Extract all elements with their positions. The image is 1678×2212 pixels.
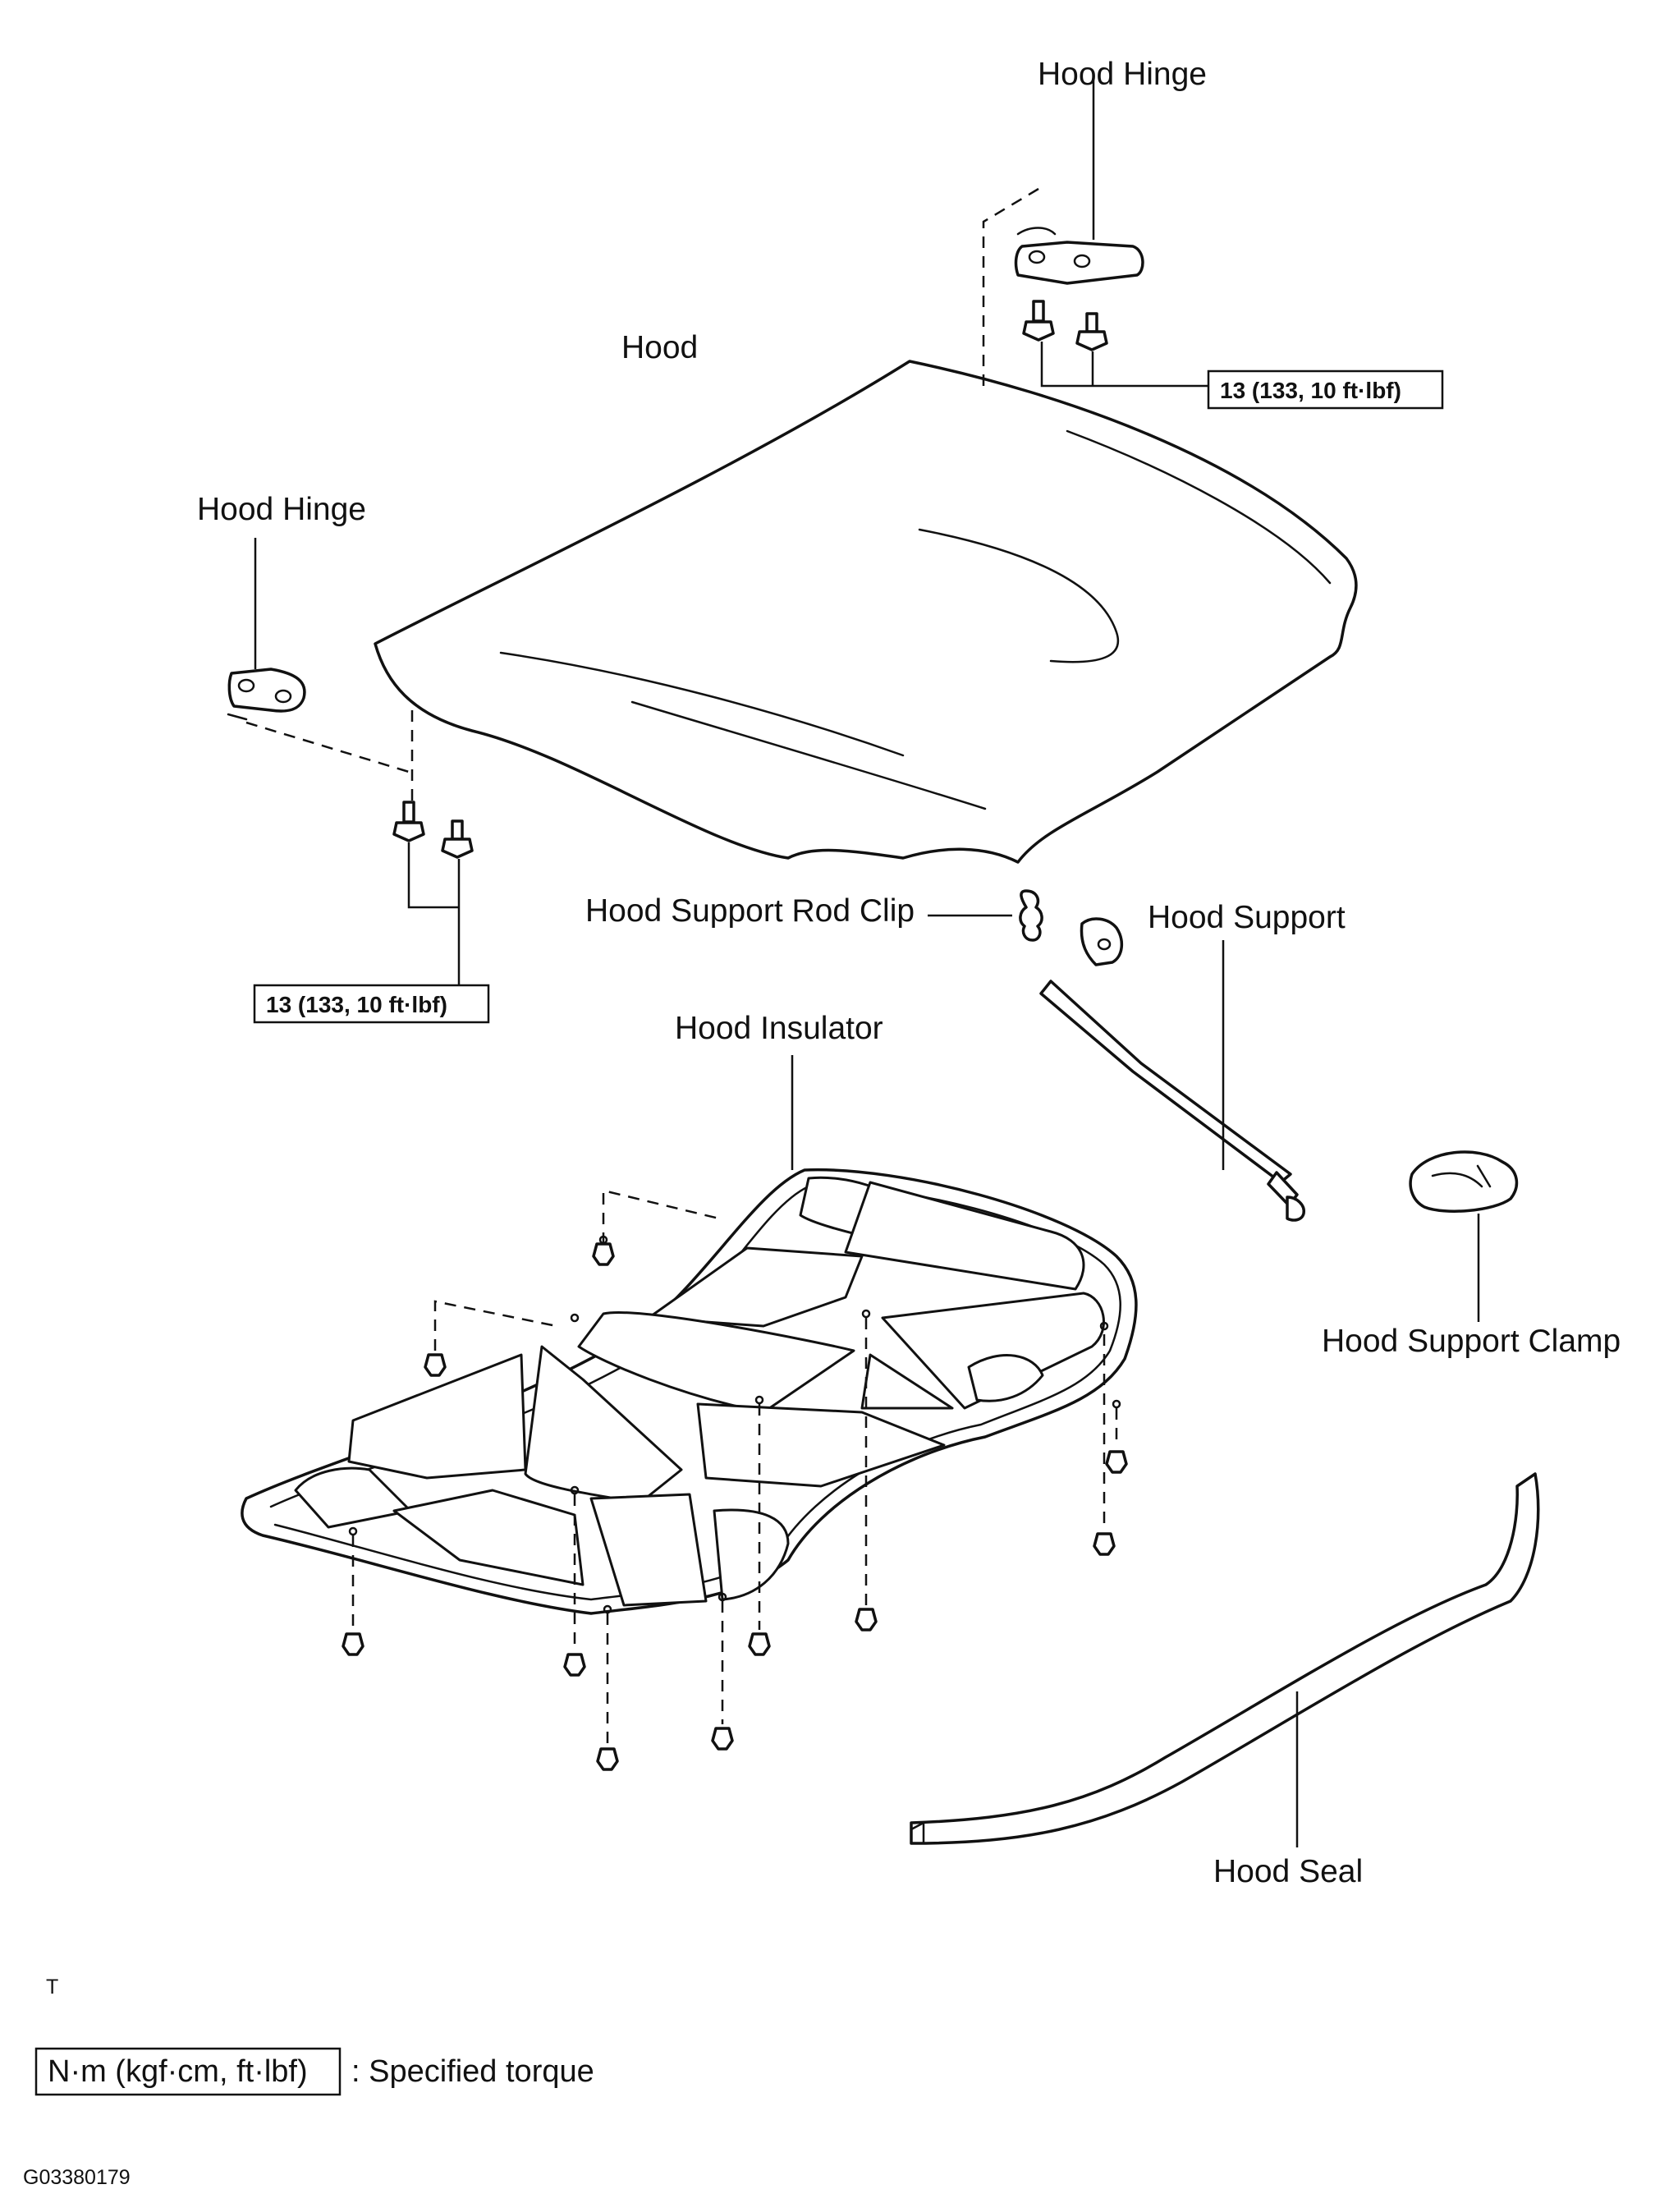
legend-unit-box xyxy=(34,2047,342,2096)
hood-support-clamp xyxy=(1409,1150,1519,1213)
bolt-left-1 xyxy=(392,801,425,842)
torque-value-left: 13 (133, 10 ft·lbf) xyxy=(266,992,447,1017)
legend-description: : Specified torque xyxy=(351,2054,594,2089)
label-hood-hinge-right: Hood Hinge xyxy=(1038,57,1207,92)
bolt-left-2 xyxy=(441,819,474,859)
bolt-right-1 xyxy=(1022,300,1055,342)
label-hood-support-clamp: Hood Support Clamp xyxy=(1322,1324,1621,1359)
label-hood-insulator: Hood Insulator xyxy=(675,1011,883,1046)
hood-support-bracket xyxy=(1080,917,1123,966)
push-clips xyxy=(342,1242,1128,1771)
bolt-right-2 xyxy=(1075,312,1108,351)
label-hood-seal: Hood Seal xyxy=(1213,1854,1363,1889)
hood-hinge-left xyxy=(227,668,414,809)
legend-unit-text: N·m (kgf·cm, ft·lbf) xyxy=(48,2054,308,2089)
torque-box-right xyxy=(1207,369,1444,410)
hood-support-rod xyxy=(1039,980,1305,1222)
label-hood-support-rod-clip: Hood Support Rod Clip xyxy=(585,893,915,929)
hood-insulator xyxy=(241,1168,1138,1615)
label-hood-hinge-left: Hood Hinge xyxy=(197,492,366,527)
hood-support-rod-clip xyxy=(1019,889,1043,942)
label-hood: Hood xyxy=(621,330,698,365)
hood-seal xyxy=(910,1472,1540,1845)
insulator-clip-leaders xyxy=(351,1189,1118,1745)
label-hood-support: Hood Support xyxy=(1148,900,1346,935)
hood-hinge-right xyxy=(982,187,1144,386)
torque-box-left xyxy=(253,984,490,1024)
figure-code: G03380179 xyxy=(23,2166,131,2189)
torque-value-right: 13 (133, 10 ft·lbf) xyxy=(1220,378,1401,403)
hood-panel xyxy=(374,360,1358,864)
corner-mark: T xyxy=(46,1976,58,1999)
